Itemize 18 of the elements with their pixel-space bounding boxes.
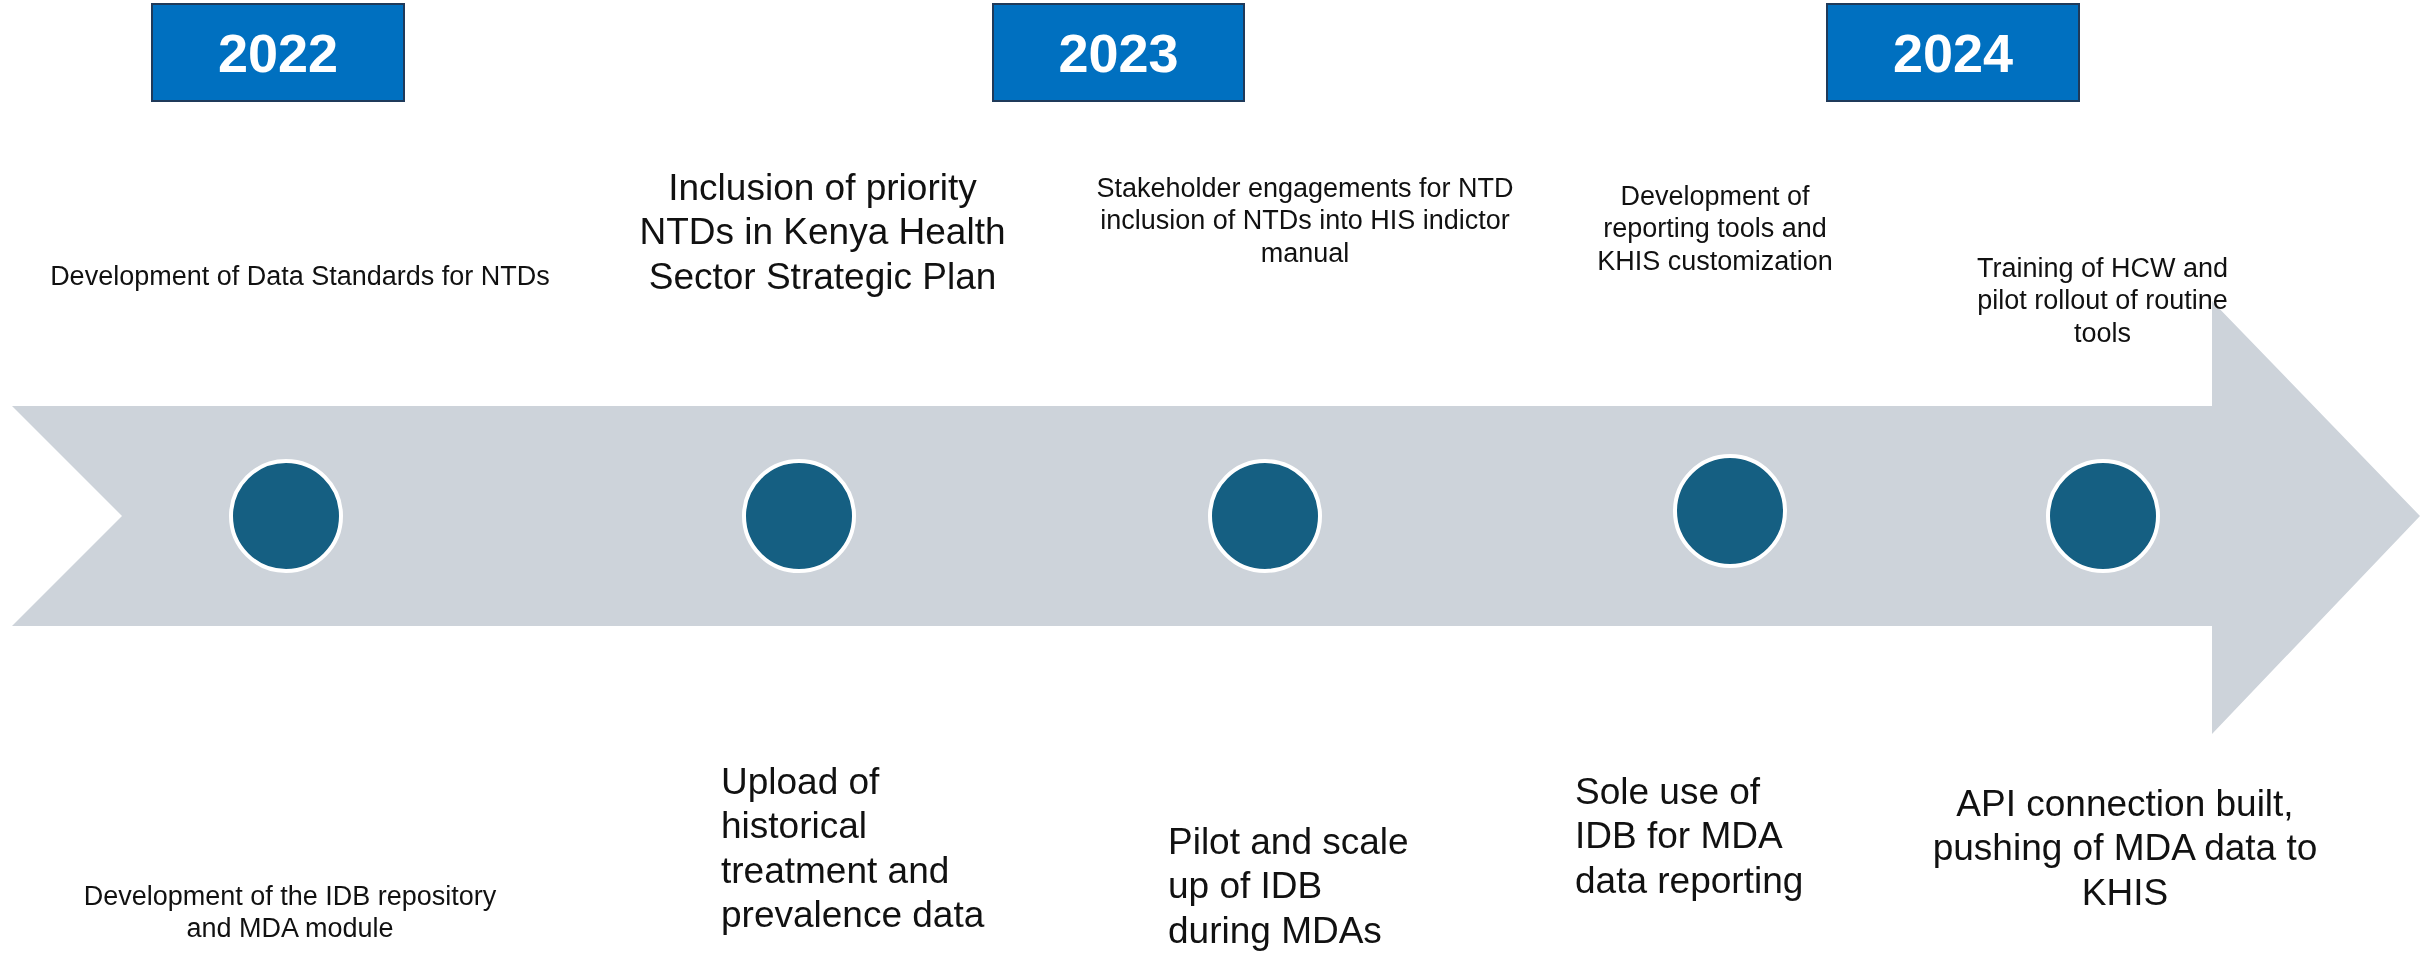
milestone-dot	[2045, 458, 2161, 574]
milestone-text: Pilot and scale up of IDB during MDAs	[1168, 820, 1410, 953]
year-label: 2022	[151, 3, 405, 102]
milestone-dot	[1672, 453, 1788, 569]
milestone-text: Development of the IDB repository and MDA module	[82, 880, 498, 945]
year-label: 2024	[1826, 3, 2080, 102]
milestone-dot	[741, 458, 857, 574]
milestone-text: Development of reporting tools and KHIS customization	[1596, 180, 1834, 278]
year-label: 2023	[992, 3, 1245, 102]
milestone-text: API connection built, pushing of MDA data to KHIS	[1931, 782, 2319, 915]
milestone-text: Development of Data Standards for NTDs	[50, 260, 550, 293]
milestone-text: Inclusion of priority NTDs in Kenya Health Sector Strategic Plan	[638, 166, 1007, 299]
milestone-text: Training of HCW and pilot rollout of routine tools	[1975, 252, 2230, 350]
milestone-dot	[1207, 458, 1323, 574]
milestone-text: Sole use of IDB for MDA data reporting	[1575, 770, 1805, 903]
milestone-text: Upload of historical treatment and prevalence data	[721, 760, 986, 938]
milestone-dot	[228, 458, 344, 574]
milestone-text: Stakeholder engagements for NTD inclusion of NTDs into HIS indictor manual	[1095, 172, 1515, 270]
